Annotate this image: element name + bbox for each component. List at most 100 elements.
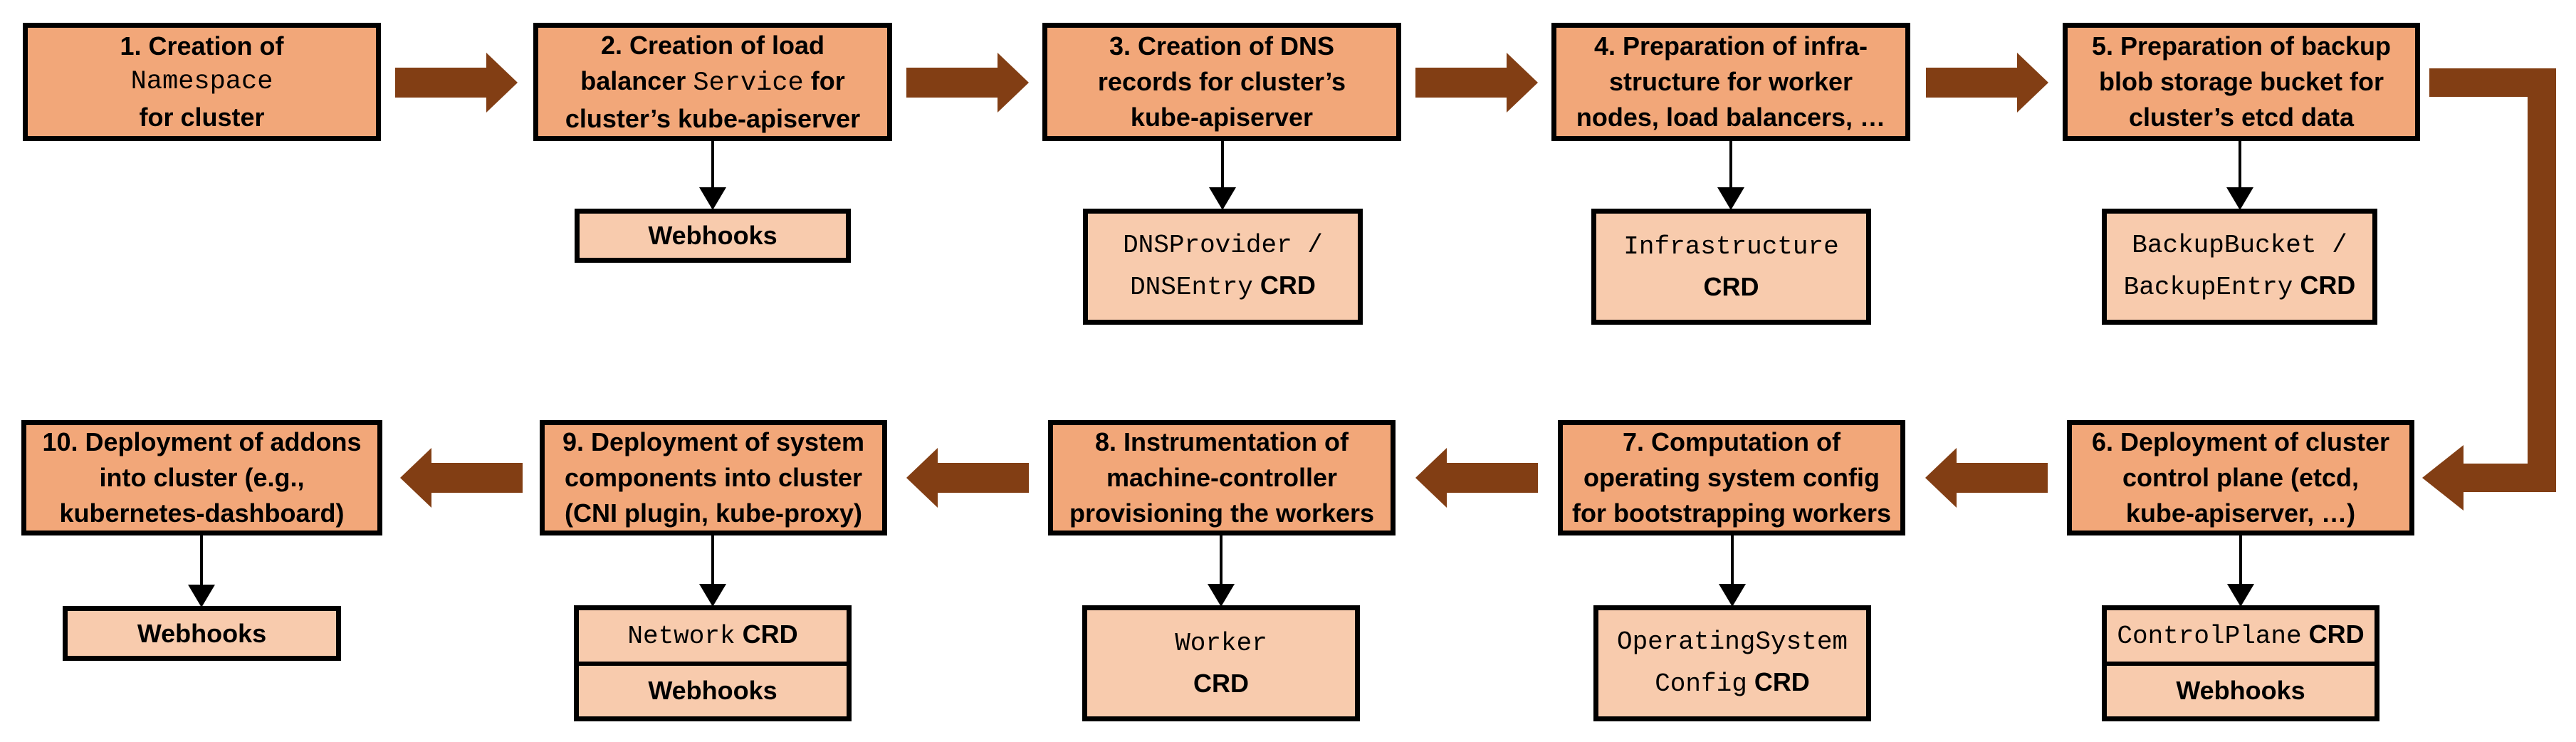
step-10-deploy-addons: 10. Deployment of addons into cluster (e.…	[21, 420, 382, 535]
label-text: for cluster	[139, 103, 265, 132]
text-line: BackupBucket /	[2132, 226, 2347, 266]
box-divider	[579, 661, 847, 666]
connector-line	[1220, 535, 1222, 585]
arrow-shaft	[1926, 68, 2019, 98]
connector-line	[1731, 535, 1734, 585]
text-line: Webhooks	[648, 671, 777, 711]
code-text: Service	[693, 68, 804, 98]
text-line: structure for worker	[1609, 64, 1853, 100]
label-text: cluster’s etcd data	[2128, 103, 2355, 132]
webhooks-box: Webhooks	[575, 209, 851, 263]
flow-arrow-step3-to-step4	[1415, 53, 1538, 113]
connector-line	[1729, 141, 1732, 189]
network-crd-box-stack: Network CRD Webhooks	[574, 605, 852, 721]
label-text: balancer	[580, 66, 693, 95]
arrowhead-icon	[1507, 53, 1538, 113]
text-line: 5. Preparation of backup	[2092, 28, 2391, 64]
arrow-shaft	[936, 463, 1029, 493]
webhooks-box: Webhooks	[648, 666, 777, 717]
label-text: 10. Deployment of addons	[42, 427, 362, 456]
text-line: (CNI plugin, kube-proxy)	[565, 496, 862, 531]
network-crd-box: Network CRD	[627, 610, 797, 662]
label-text: into cluster (e.g.,	[99, 463, 305, 492]
arrowhead-icon	[486, 53, 518, 113]
text-line: into cluster (e.g.,	[99, 460, 304, 496]
text-line: Webhooks	[137, 614, 266, 654]
text-line: cluster’s etcd data	[2129, 100, 2354, 135]
elbow-bottom-bar	[2464, 464, 2556, 492]
label-text: Webhooks	[648, 676, 777, 706]
text-line: records for cluster’s	[1098, 64, 1346, 100]
text-line: 4. Preparation of infra-	[1594, 28, 1868, 64]
connector-arrowhead-icon	[1208, 584, 1235, 607]
label-text: 6. Deployment of cluster	[2091, 427, 2390, 456]
flow-arrow-step4-to-step5	[1926, 53, 2048, 113]
text-line: cluster’s kube-apiserver	[565, 101, 860, 137]
text-line: Worker	[1175, 624, 1267, 664]
code-text: Namespace	[130, 67, 273, 97]
label-text: machine-controller	[1106, 463, 1338, 492]
text-line: balancer Service for	[580, 63, 845, 101]
box-divider	[2107, 661, 2375, 666]
text-line: components into cluster	[565, 460, 862, 496]
text-line: CRD	[1704, 267, 1759, 307]
text-line: kube-apiserver, …)	[2126, 496, 2355, 531]
elbow-vertical-bar	[2528, 68, 2556, 492]
label-text: 1. Creation of	[120, 31, 284, 61]
label-text: blob storage bucket for	[2098, 67, 2384, 96]
text-line: for cluster	[139, 100, 264, 135]
connector-line	[711, 535, 714, 585]
label-text: for bootstrapping workers	[1571, 498, 1892, 528]
label-text: cluster’s kube-apiserver	[565, 103, 861, 133]
text-line: 2. Creation of load	[601, 28, 824, 63]
text-line: Network CRD	[627, 615, 797, 657]
connector-line	[2239, 535, 2242, 585]
label-text: kube-apiserver, …)	[2125, 498, 2356, 528]
text-line: nodes, load balancers, …	[1576, 100, 1885, 135]
text-line: 7. Computation of	[1623, 424, 1841, 460]
label-text: CRD	[1747, 667, 1810, 696]
text-line: 1. Creation of	[120, 28, 283, 64]
arrowhead-icon	[2017, 53, 2048, 113]
label-text: (CNI plugin, kube-proxy)	[565, 498, 862, 528]
label-text: control plane (etcd,	[2122, 463, 2360, 492]
step-6-deploy-control-plane: 6. Deployment of cluster control plane (e…	[2067, 420, 2414, 535]
arrowhead-icon	[1925, 448, 1957, 508]
code-text: Infrastructure	[1623, 231, 1839, 261]
label-text: 8. Instrumentation of	[1094, 427, 1349, 456]
connector-arrowhead-icon	[1209, 187, 1236, 210]
text-line: 8. Instrumentation of	[1095, 424, 1349, 460]
text-line: Config CRD	[1655, 662, 1810, 704]
label-text: 5. Preparation of backup	[2091, 31, 2392, 61]
connector-arrowhead-icon	[1719, 584, 1746, 607]
code-text: Worker	[1175, 628, 1267, 658]
code-text: DNSProvider /	[1123, 231, 1323, 260]
connector-line	[1221, 141, 1224, 189]
text-line: BackupEntry CRD	[2124, 266, 2356, 308]
label-text: kube-apiserver	[1130, 103, 1314, 132]
step-8-instrument-machine-controller: 8. Instrumentation of machine-controller p…	[1048, 420, 1396, 535]
webhooks-box: Webhooks	[63, 606, 341, 661]
text-line: DNSProvider /	[1123, 226, 1323, 266]
code-text: BackupBucket /	[2132, 231, 2347, 260]
code-text: OperatingSystem	[1616, 627, 1848, 657]
label-text: CRD	[2293, 271, 2356, 300]
label-text: provisioning the workers	[1069, 498, 1375, 528]
text-line: control plane (etcd,	[2122, 460, 2359, 496]
text-line: DNSEntry CRD	[1130, 266, 1316, 308]
label-text: CRD	[735, 620, 798, 649]
backupbucket-backupentry-crd-box: BackupBucket / BackupEntry CRD	[2102, 209, 2377, 325]
text-line: Webhooks	[648, 216, 777, 256]
label-text: CRD	[1252, 271, 1316, 300]
text-line: kubernetes-dashboard)	[59, 496, 344, 531]
arrow-shaft	[906, 68, 999, 98]
text-line: Webhooks	[2176, 671, 2305, 711]
